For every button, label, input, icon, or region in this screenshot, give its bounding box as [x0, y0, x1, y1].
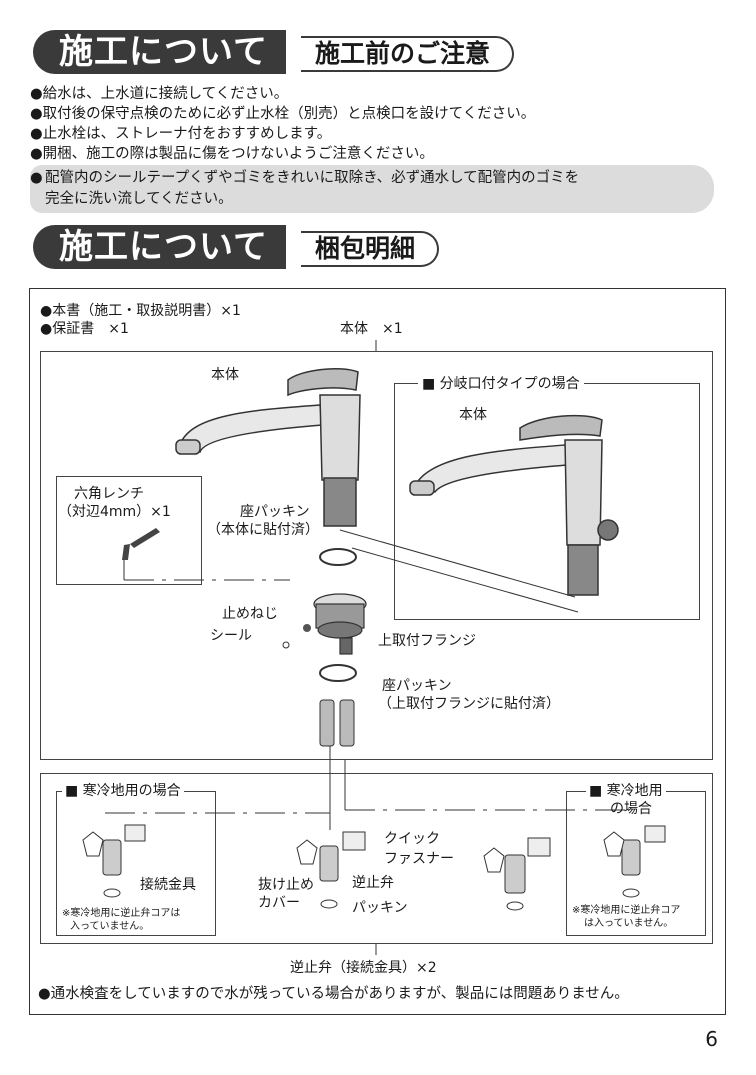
seat-packing-label: 座パッキン [240, 504, 310, 520]
cover-icon [483, 847, 505, 873]
seat-packing-icon [319, 548, 357, 566]
note-item: ●給水は、上水道に接続してください。 [30, 86, 289, 102]
note-left-2: 入っていません。 [70, 921, 150, 932]
check-valve-label: 逆止弁 [352, 875, 394, 891]
hex-wrench-icon [130, 528, 160, 548]
cover-label-1: 抜け止め [258, 877, 314, 893]
connector-label: 接続金具 [140, 877, 196, 893]
seal-icon [282, 641, 290, 649]
section-subtitle: 施工前のご注意 [301, 36, 515, 72]
cover-label-2: カバー [258, 895, 300, 911]
check-valve-icon [504, 854, 526, 911]
warranty-label: ●保証書 ×1 [40, 321, 129, 337]
note-item: ●止水栓は、ストレーナ付をおすすめします。 [30, 126, 332, 142]
quick-fastener-icon [527, 837, 551, 857]
seat-packing-note: （本体に貼付済） [207, 522, 319, 538]
bullet: ● [30, 170, 43, 186]
check-valve-icon [102, 839, 122, 898]
note-right-1: ※寒冷地用に逆止弁コア [572, 905, 681, 916]
cover-icon [603, 831, 625, 857]
important-note: ●配管内のシールテープくずやゴミをきれいに取除き、必ず通水して配管内のゴミを 完… [30, 165, 579, 210]
quick-fastener-icon [124, 824, 146, 842]
contents-frame [29, 288, 726, 1015]
quick-fastener-label-2: ファスナー [384, 851, 454, 867]
cold-right-label-1: ■ 寒冷地用 [586, 782, 666, 800]
main-body-frame [40, 351, 713, 760]
quick-fastener-icon [342, 831, 366, 851]
check-valve-frame [40, 773, 713, 944]
quick-fastener-icon [644, 825, 666, 843]
seal-label: シール [210, 628, 252, 644]
cold-right-label-2: の場合 [610, 801, 652, 817]
seat-packing-2-label: 座パッキン [382, 678, 452, 694]
body-qty-label: 本体 ×1 [340, 321, 403, 337]
branch-faucet-icon [409, 414, 619, 596]
important-note-box [30, 165, 714, 213]
important-note-line1: 配管内のシールテープくずやゴミをきれいに取除き、必ず通水して配管内のゴミを [45, 170, 580, 186]
upper-flange-label: 上取付フランジ [378, 633, 476, 649]
set-screw-label: 止めねじ [222, 606, 278, 622]
quick-fastener-label-1: クイック [384, 831, 440, 847]
body-label: 本体 [211, 367, 239, 383]
note-item: ●取付後の保守点検のために必ず止水栓（別売）と点検口を設けてください。 [30, 106, 536, 122]
cover-icon [296, 839, 318, 865]
important-note-line2: 完全に洗い流してください。 [45, 191, 233, 207]
water-note: ●通水検査をしていますので水が残っている場合がありますが、製品には問題ありません… [38, 986, 629, 1002]
section-subtitle: 梱包明細 [301, 231, 440, 267]
note-item: ●開梱、施工の際は製品に傷をつけないようご注意ください。 [30, 146, 434, 162]
hex-wrench-frame [56, 476, 202, 585]
upper-flange-icon [313, 593, 367, 655]
hex-wrench-size-label: （対辺4mm）×1 [58, 504, 171, 520]
precaution-notes: ●給水は、上水道に接続してください。 ●取付後の保守点検のために必ず止水栓（別売… [30, 84, 535, 164]
branch-type-label: ■ 分岐口付タイプの場合 [418, 375, 584, 393]
packing-label: パッキン [352, 900, 408, 916]
hose-icon [319, 699, 355, 747]
check-valve-icon [621, 839, 641, 898]
cover-icon [82, 831, 104, 857]
note-right-2: は入っていません。 [584, 918, 674, 929]
branch-body-label: 本体 [459, 407, 487, 423]
cold-left-label: ■ 寒冷地用の場合 [62, 782, 184, 800]
valve-qty-label: 逆止弁（接続金具）×2 [290, 960, 437, 976]
seat-packing-2-icon [319, 664, 357, 682]
page-number: 6 [705, 1027, 718, 1051]
check-valve-icon [319, 845, 339, 909]
set-screw-icon [303, 624, 311, 632]
manual-label: ●本書（施工・取扱説明書）×1 [40, 303, 241, 319]
note-left-1: ※寒冷地用に逆止弁コアは [62, 908, 181, 919]
section-title: 施工について [33, 30, 286, 74]
faucet-body-icon [175, 367, 361, 527]
section-title: 施工について [33, 225, 286, 269]
seat-packing-2-note: （上取付フランジに貼付済） [378, 696, 560, 712]
hex-wrench-label: 六角レンチ [74, 486, 144, 502]
